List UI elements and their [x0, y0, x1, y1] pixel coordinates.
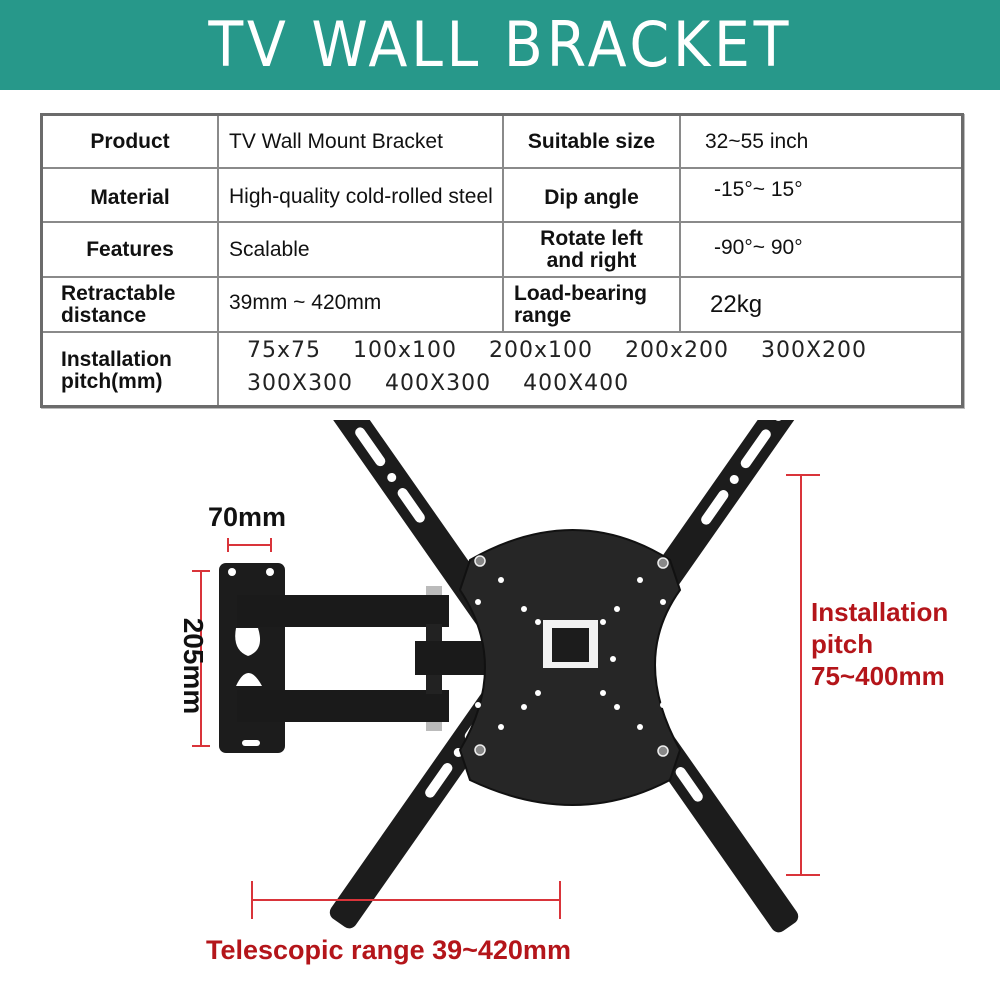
- value-load-bearing: 22kg: [710, 290, 763, 318]
- telescopic-range-label: Telescopic range 39~420mm: [206, 935, 571, 965]
- col-divider: [217, 116, 219, 405]
- label-product: Product: [90, 129, 170, 153]
- page-title: TV WALL BRACKET: [208, 8, 792, 81]
- label-rotate: Rotate left and right: [540, 226, 643, 272]
- value-suitable-size: 32~55 inch: [705, 129, 809, 153]
- bracket-diagram: 70mm 205mm Installation pitch 75~400mm T…: [0, 420, 1000, 1000]
- pitch-annotation-line-3: 75~400mm: [811, 661, 945, 691]
- pitch-line-2: 300X300 400X300 400X400: [247, 371, 630, 396]
- vesa-plate: [458, 529, 682, 806]
- value-product: TV Wall Mount Bracket: [229, 129, 443, 153]
- label-installation-pitch: Installation pitch(mm): [61, 348, 172, 393]
- pitch-annotation: Installation pitch 75~400mm: [811, 596, 948, 692]
- spec-table: Product TV Wall Mount Bracket Suitable s…: [40, 113, 964, 408]
- label-retractable: Retractable distance: [61, 281, 176, 327]
- pitch-annotation-line-2: pitch: [811, 629, 874, 659]
- value-retractable: 39mm ~ 420mm: [229, 290, 382, 314]
- value-features: Scalable: [229, 237, 310, 261]
- row-divider: [43, 331, 961, 333]
- value-installation-pitch: 75x75 100x100 200x100 200x200 300X200 30…: [219, 333, 961, 405]
- label-suitable-size: Suitable size: [527, 129, 656, 153]
- height-dimension-label: 205mm: [178, 617, 209, 715]
- label-material: Material: [90, 186, 170, 209]
- dimension-lines: [192, 474, 820, 919]
- label-features: Features: [86, 237, 174, 261]
- pitch-line-1: 75x75 100x100 200x100 200x200 300X200: [247, 338, 868, 363]
- col-divider: [502, 116, 504, 331]
- value-dip-angle: -15°~ 15°: [714, 178, 803, 201]
- wall-plate: [219, 563, 285, 753]
- label-dip-angle: Dip angle: [544, 186, 639, 209]
- col-divider: [679, 116, 681, 331]
- bracket-illustration: [192, 420, 820, 936]
- pitch-annotation-line-1: Installation: [811, 597, 949, 627]
- title-banner: TV WALL BRACKET: [0, 0, 1000, 90]
- width-dimension-label: 70mm: [208, 502, 287, 532]
- value-material: High-quality cold-rolled steel: [229, 184, 493, 208]
- value-rotate: -90°~ 90°: [714, 235, 803, 259]
- label-load-bearing: Load-bearing range: [514, 281, 648, 327]
